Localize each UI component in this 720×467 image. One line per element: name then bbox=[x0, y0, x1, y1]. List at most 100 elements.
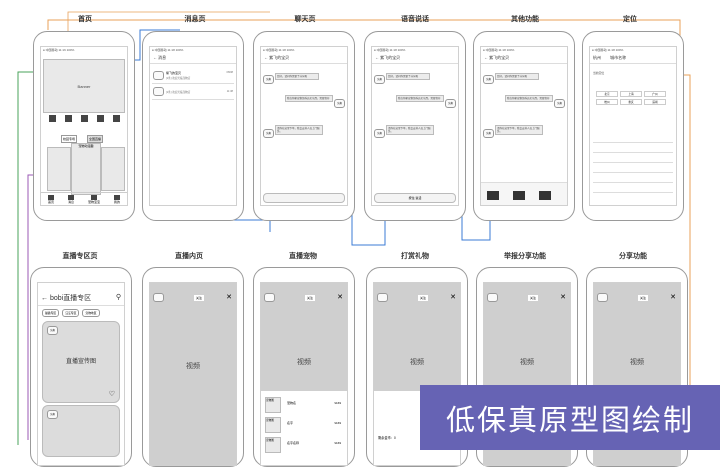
live-pet-screen: 关注 ✕ 视频 宠物图 宠物名 ¥169 宠物图 名字 ¥169 宠物图 名字名… bbox=[260, 282, 348, 466]
category-icon[interactable] bbox=[80, 115, 88, 122]
chat-bubble: 请你在这里下单，我会安排人员上门服务。 bbox=[275, 125, 323, 136]
voice-screen: ● 中国移动 11:18 100% ← 紫飞的宝贝 头像 您好，请问你需要了什么… bbox=[371, 46, 459, 206]
pet-item[interactable]: 宠物图 名字 ¥169 bbox=[265, 417, 343, 433]
hot-city[interactable]: 重庆 bbox=[620, 99, 642, 105]
voice-phone: ● 中国移动 11:18 100% ← 紫飞的宝贝 头像 您好，请问你需要了什么… bbox=[364, 31, 466, 221]
avatar: 头像 bbox=[334, 99, 345, 108]
hot-city[interactable]: 北京 bbox=[596, 91, 618, 97]
chat-bubble: 我在你家宠物领养店买东西，需要寄存 bbox=[285, 95, 333, 103]
avatar bbox=[487, 293, 498, 302]
title-live-zone: 直播专区页 bbox=[62, 253, 98, 260]
city-row[interactable] bbox=[593, 167, 673, 173]
close-icon[interactable]: ✕ bbox=[226, 294, 232, 301]
close-icon[interactable]: ✕ bbox=[337, 294, 343, 301]
follow-button[interactable]: 关注 bbox=[638, 295, 649, 301]
search-icon[interactable]: ⚲ bbox=[115, 294, 121, 301]
tab-home[interactable]: 首页 bbox=[47, 194, 54, 204]
avatar bbox=[264, 293, 275, 302]
chat-bubble: 您好，请问你需要了什么呢 bbox=[386, 73, 430, 81]
follow-button[interactable]: 关注 bbox=[194, 295, 205, 301]
status-bar: ● 中国移动 11:16 100% bbox=[43, 48, 75, 52]
chat-input[interactable] bbox=[263, 193, 345, 203]
close-icon[interactable]: ✕ bbox=[450, 294, 456, 301]
image-icon[interactable] bbox=[513, 191, 525, 200]
title-other: 其他功能 bbox=[511, 16, 539, 23]
city-row[interactable] bbox=[593, 187, 673, 193]
locate-search[interactable]: 城市名称 bbox=[610, 55, 627, 60]
chat-bubble: 请你在这里下单，我会安排人员上门服务。 bbox=[495, 125, 543, 136]
tab-pets[interactable]: 宠物宝宝 bbox=[87, 194, 100, 204]
live-promo-card[interactable]: 头像 bbox=[42, 405, 120, 457]
pet-list-panel: 宠物图 宠物名 ¥169 宠物图 名字 ¥169 宠物图 名字名称 ¥169 bbox=[261, 391, 347, 465]
close-icon[interactable]: ✕ bbox=[560, 294, 566, 301]
home-card-left[interactable] bbox=[47, 147, 71, 191]
follow-button[interactable]: 关注 bbox=[305, 295, 316, 301]
message-item[interactable]: [1条] 欢迎光临宠物店 11:38 bbox=[152, 85, 234, 100]
heart-icon[interactable]: ♡ bbox=[108, 391, 115, 398]
camera-icon[interactable] bbox=[487, 191, 499, 200]
tab-profile[interactable]: 我的 bbox=[113, 194, 120, 204]
hot-city[interactable]: 杭州 bbox=[596, 99, 618, 105]
status-bar: ● 中国移动 11:18 100% bbox=[374, 48, 406, 52]
avatar bbox=[597, 293, 608, 302]
messages-phone: ● 中国移动 11:18 100% ← 消息 紫飞的宝贝 [1条] 欢迎光临宠物… bbox=[142, 31, 244, 221]
category-icon[interactable] bbox=[96, 115, 104, 122]
balance-caption: 剩余金币： bbox=[378, 436, 394, 440]
home-tabbar: 首页 消息 宠物宝宝 我的 bbox=[41, 192, 127, 205]
video-label: 视频 bbox=[520, 359, 534, 366]
follow-button[interactable]: 关注 bbox=[528, 295, 539, 301]
home-tab-b[interactable]: 全国直播 bbox=[87, 135, 104, 143]
avatar: 头像 bbox=[554, 99, 565, 108]
filter-chip[interactable]: 猫猫专区 bbox=[42, 309, 60, 317]
video-call-icon[interactable] bbox=[539, 191, 551, 200]
category-icon[interactable] bbox=[112, 115, 120, 122]
pet-name: 名字名称 bbox=[287, 441, 300, 445]
category-icon[interactable] bbox=[48, 115, 56, 122]
live-zone-title: bobi直播专区 bbox=[49, 295, 92, 302]
city-row[interactable] bbox=[593, 147, 673, 153]
message-item-name: 紫飞的宝贝 bbox=[166, 71, 182, 75]
avatar: 头像 bbox=[47, 326, 58, 335]
home-tab-a[interactable]: 校园专场 bbox=[61, 135, 78, 143]
video-label: 视频 bbox=[410, 359, 424, 366]
messages-header: ← 消息 bbox=[150, 53, 236, 64]
tab-label: 宠物宝宝 bbox=[87, 199, 100, 204]
hot-city[interactable]: 深圳 bbox=[644, 99, 666, 105]
title-tip-gift: 打赏礼物 bbox=[401, 253, 429, 260]
category-icon[interactable] bbox=[64, 115, 72, 122]
close-icon[interactable]: ✕ bbox=[670, 294, 676, 301]
avatar bbox=[153, 87, 164, 96]
live-promo-card[interactable]: 头像 直播宣传图 ♡ bbox=[42, 321, 120, 403]
live-filter-bar: 猫猫专区 汪汪专区 宠物地区 bbox=[42, 309, 100, 317]
chat-header: ← 紫飞的宝贝 bbox=[261, 53, 347, 64]
follow-button[interactable]: 关注 bbox=[418, 295, 429, 301]
hot-city[interactable]: 上海 bbox=[620, 91, 642, 97]
title-live-inner: 直播内页 bbox=[175, 253, 203, 260]
avatar: 头像 bbox=[483, 75, 494, 84]
message-item-sub: [1条] 欢迎光临宠物店 bbox=[166, 77, 191, 80]
chat-bubble: 您好，请问你需要了什么呢 bbox=[495, 73, 539, 81]
pet-image: 宠物图 bbox=[265, 417, 281, 433]
city-row[interactable] bbox=[593, 157, 673, 163]
city-row[interactable] bbox=[593, 177, 673, 183]
home-card-center[interactable]: 宠物动漫趣 bbox=[71, 143, 101, 195]
avatar: 头像 bbox=[263, 75, 274, 84]
chat-screen: ● 中国移动 11:18 100% ← 紫飞的宝贝 头像 您好，请问你需要了什么… bbox=[260, 46, 348, 206]
pet-image: 宠物图 bbox=[265, 397, 281, 413]
home-card-right[interactable] bbox=[101, 147, 125, 191]
hot-city[interactable]: 广州 bbox=[644, 91, 666, 97]
pet-item[interactable]: 宠物图 宠物名 ¥169 bbox=[265, 397, 343, 413]
message-item[interactable]: 紫飞的宝贝 [1条] 欢迎光临宠物店 08/08 bbox=[152, 69, 234, 84]
chat-bubble: 我在你家宠物领养店买东西，需要寄存 bbox=[505, 95, 553, 103]
filter-chip[interactable]: 汪汪专区 bbox=[62, 309, 80, 317]
tab-messages[interactable]: 消息 bbox=[67, 194, 74, 204]
hold-to-talk-button[interactable]: 按住 说话 bbox=[374, 193, 456, 203]
home-banner[interactable]: Banner bbox=[43, 59, 125, 113]
pet-item[interactable]: 宠物图 名字名称 ¥169 bbox=[265, 437, 343, 453]
pet-name: 宠物名 bbox=[287, 401, 297, 405]
filter-chip[interactable]: 宠物地区 bbox=[82, 309, 100, 317]
city-row[interactable] bbox=[593, 137, 673, 143]
status-bar: ● 中国移动 11:18 100% bbox=[592, 48, 624, 52]
title-voice: 语音说话 bbox=[401, 16, 429, 23]
title-live-pet: 直播宠物 bbox=[289, 253, 317, 260]
